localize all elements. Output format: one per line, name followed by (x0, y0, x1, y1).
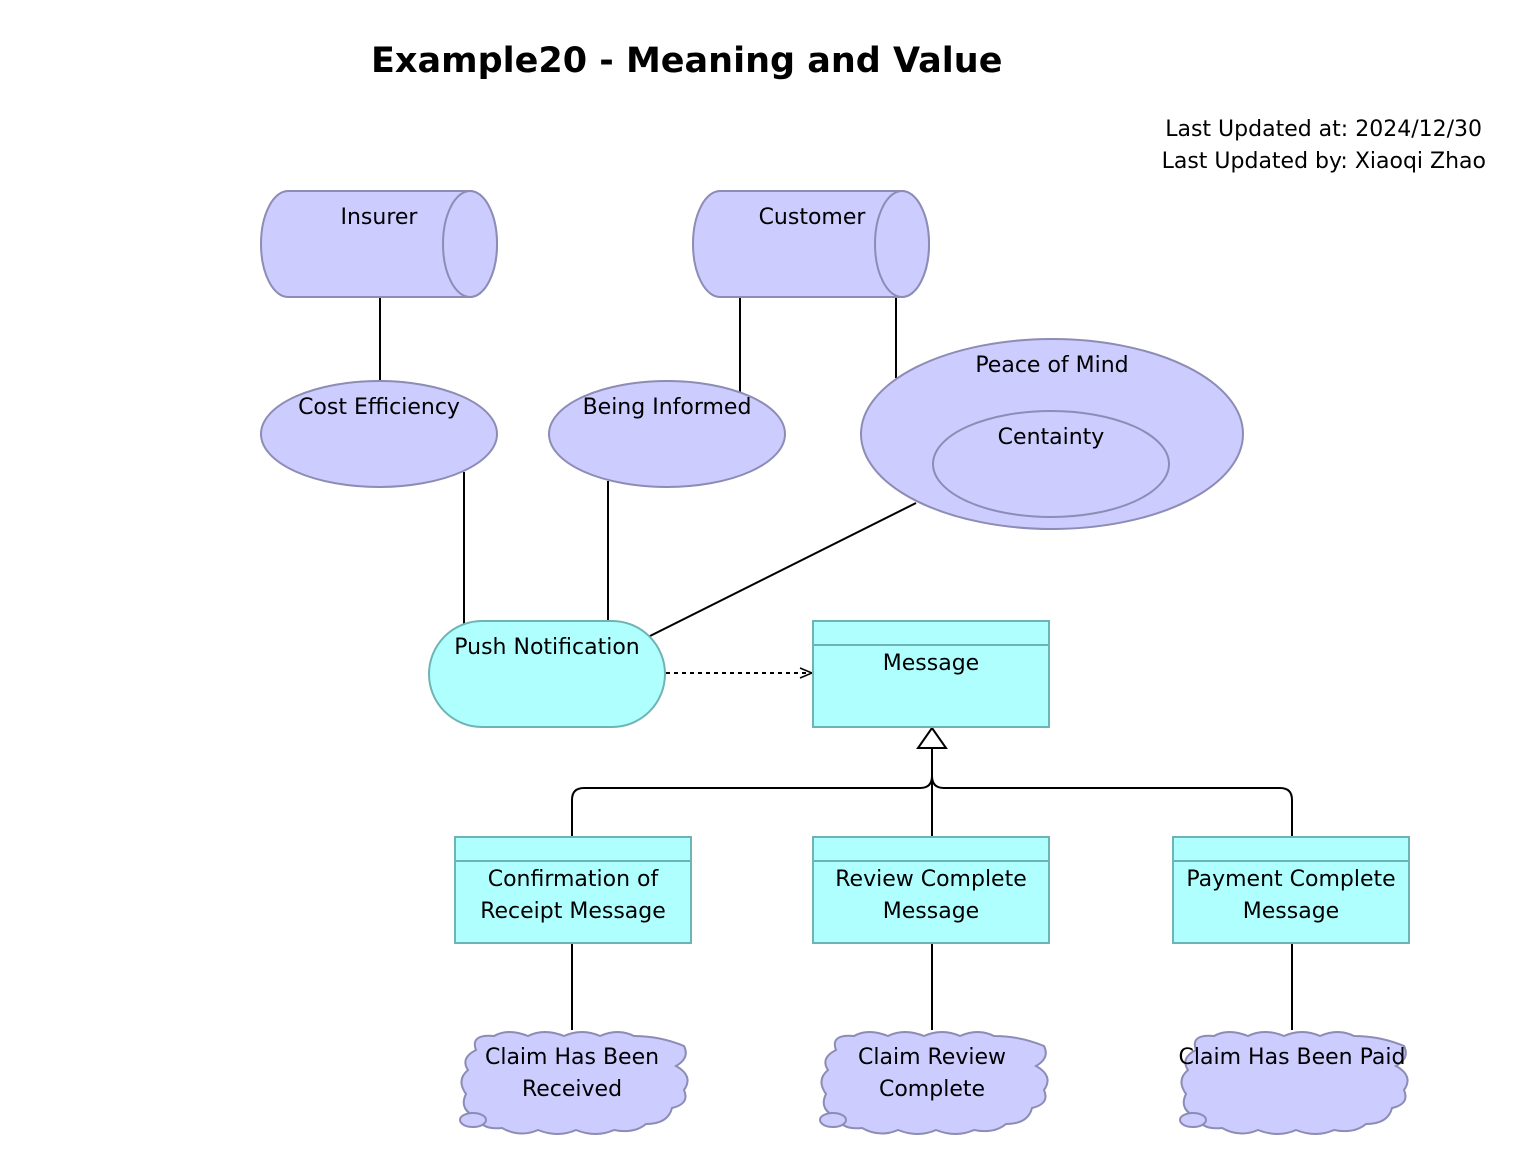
event-claim-received[interactable]: Claim Has Been Received (459, 1031, 689, 1135)
object-confirmation-receipt[interactable]: Confirmation of Receipt Message (454, 836, 692, 944)
page-title: Example20 - Meaning and Value (371, 41, 1002, 81)
event-claim-received-line1: Claim Has Been (485, 1045, 659, 1070)
object-payment-label-line2: Message (1243, 899, 1339, 924)
stakeholder-insurer-label: Insurer (341, 205, 419, 230)
object-payment-complete[interactable]: Payment Complete Message (1172, 836, 1410, 944)
value-centainty[interactable]: Centainty (932, 410, 1170, 518)
connectors (379, 297, 1293, 1030)
stakeholder-customer[interactable]: Customer (692, 190, 930, 298)
value-cost-efficiency[interactable]: Cost Efficiency (260, 380, 498, 488)
object-review-complete[interactable]: Review Complete Message (812, 836, 1050, 944)
event-claim-review[interactable]: Claim Review Complete (819, 1031, 1049, 1135)
service-push-notification[interactable]: Push Notification (428, 620, 666, 728)
value-being-informed-label: Being Informed (583, 395, 752, 420)
object-message[interactable]: Message (812, 620, 1050, 728)
object-review-label-line1: Review Complete (835, 867, 1027, 892)
value-cost-efficiency-label: Cost Efficiency (298, 395, 460, 420)
value-being-informed[interactable]: Being Informed (548, 380, 786, 488)
last-updated-at: Last Updated at: 2024/12/30 (1165, 117, 1482, 142)
object-review-label-line2: Message (883, 899, 979, 924)
object-confirmation-label-line1: Confirmation of (488, 867, 660, 892)
event-claim-review-line2: Complete (879, 1077, 985, 1102)
connector-peace-push (649, 502, 917, 637)
event-claim-received-line2: Received (522, 1077, 622, 1102)
stakeholder-insurer[interactable]: Insurer (260, 190, 498, 298)
object-payment-label-line1: Payment Complete (1186, 867, 1395, 892)
value-centainty-label: Centainty (998, 425, 1105, 450)
last-updated-by: Last Updated by: Xiaoqi Zhao (1162, 149, 1486, 174)
event-claim-paid-line1: Claim Has Been Paid (1179, 1045, 1406, 1070)
event-claim-paid[interactable]: Claim Has Been Paid (1179, 1031, 1409, 1135)
event-claim-review-line1: Claim Review (858, 1045, 1006, 1070)
object-confirmation-label-line2: Receipt Message (480, 899, 666, 924)
object-message-label: Message (883, 651, 979, 676)
generalization-triangle-icon (916, 726, 948, 749)
value-peace-of-mind-label: Peace of Mind (975, 353, 1128, 378)
stakeholder-customer-label: Customer (759, 205, 867, 230)
service-push-notification-label: Push Notification (454, 635, 639, 660)
